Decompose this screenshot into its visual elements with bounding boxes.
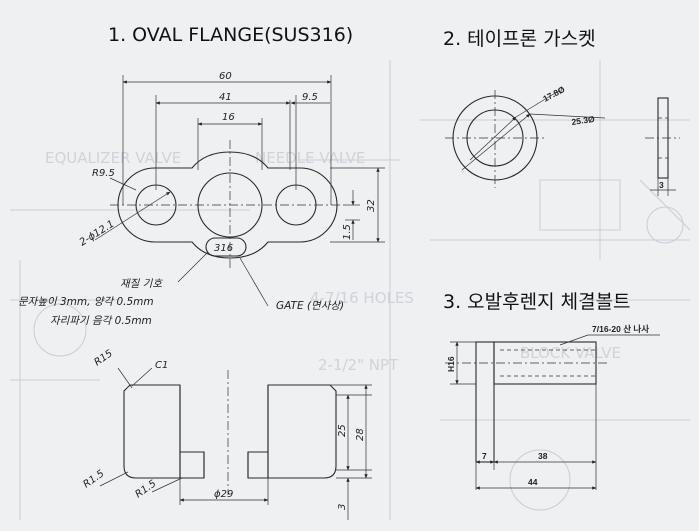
bolt-view: H16 7/16-20 산 나사 7 38 44 [445,324,660,490]
bg-block-valve: BLOCK VALVE [520,344,621,362]
bg-needle-valve: NEEDLE VALVE [255,149,365,167]
dim-bolt-head: H16 [446,356,456,372]
bg-equalizer-valve: EQUALIZER VALVE [45,149,181,167]
title-oval-flange: 1. OVAL FLANGE(SUS316) [108,24,354,46]
dim-c1: C1 [155,360,168,371]
dim-gasket-inner: 17.8Ø [541,84,566,104]
background-schematic: EQUALIZER VALVE NEEDLE VALVE 4-7/16 HOLE… [10,60,691,520]
dim-28: 28 [355,428,366,441]
note-engrave: 자리파기 음각 0.5mm [50,315,152,327]
dim-r1-5-left: R1.5 [81,468,106,490]
dim-gasket-outer: 25.3Ø [571,114,596,127]
dim-bolt-7: 7 [482,451,487,461]
note-gate: GATE (면사상) [276,300,344,312]
dim-bolt-44: 44 [528,477,538,487]
dim-r1-5-bottom: R1.5 [133,478,158,500]
dim-r9-5: R9.5 [92,168,115,179]
gasket-view: 17.8Ø 25.3Ø 3 [445,84,680,196]
dim-gasket-thickness: 3 [659,180,664,190]
note-material-symbol: 재질 기호 [120,278,163,290]
flange-top-view: 316 60 41 9.5 16 R9.5 2-ϕ12.1 32 1.5 재질 … [18,71,385,327]
dim-bolt-38: 38 [538,451,548,461]
marking-316: 316 [214,243,233,254]
dim-phi-29: ϕ29 [214,489,233,500]
thread-label: 7/16-20 산 나사 [592,324,649,334]
dim-9-5: 9.5 [302,92,318,103]
dim-3-section: 3 [337,504,348,510]
title-flange-bolt: 3. 오발후렌지 체결볼트 [443,291,631,313]
dim-1-5: 1.5 [342,224,353,240]
dim-60: 60 [219,71,232,82]
dim-r15-top: R15 [92,348,114,368]
note-text-size: 문자높이 3mm, 양각 0.5mm [18,296,154,308]
dim-41: 41 [219,92,232,103]
title-teflon-gasket: 2. 테이프론 가스켓 [443,28,596,50]
dim-32: 32 [366,199,377,212]
bg-holes: 4-7/16 HOLES [310,289,414,307]
dim-25: 25 [337,424,348,437]
dim-16: 16 [222,112,235,123]
dim-hole-dia: 2-ϕ12.1 [78,219,117,249]
bg-npt: 2-1/2" NPT [318,356,399,374]
